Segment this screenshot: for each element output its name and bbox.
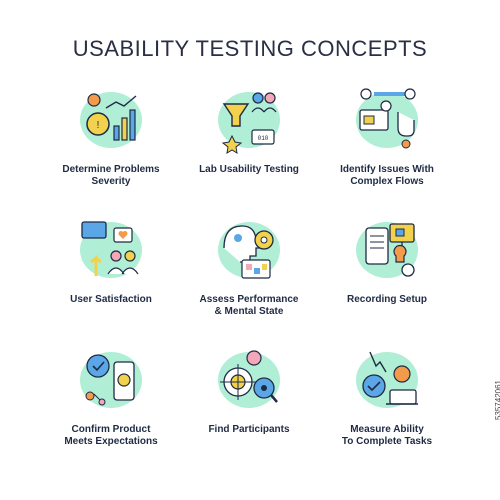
page-title: USABILITY TESTING CONCEPTS xyxy=(72,36,428,61)
svg-text:!: ! xyxy=(97,120,100,131)
concept-recording-setup: Recording Setup xyxy=(318,208,456,338)
svg-text:010: 010 xyxy=(258,135,269,142)
concept-confirm-product-meets-expectations: Confirm Product Meets Expectations xyxy=(42,338,180,468)
concept-determine-problems-severity: ! Determine Problems Severity xyxy=(42,78,180,208)
concept-label: Recording Setup xyxy=(346,294,427,305)
concept-label: Measure Ability To Complete Tasks xyxy=(341,424,433,447)
measure-ability-icon xyxy=(352,344,422,414)
lab-funnel-people-icon: 010 xyxy=(214,84,284,154)
concept-label: Lab Usability Testing xyxy=(199,164,299,175)
complex-flow-icon xyxy=(352,84,422,154)
user-satisfaction-icon xyxy=(76,214,146,284)
performance-mental-state-icon xyxy=(214,214,284,284)
find-participants-icon xyxy=(214,344,284,414)
concept-lab-usability-testing: 010 Lab Usability Testing xyxy=(180,78,318,208)
severity-gear-chart-icon: ! xyxy=(76,84,146,154)
concept-label: User Satisfaction xyxy=(70,294,152,305)
concept-label: Assess Performance & Mental State xyxy=(199,294,299,317)
concept-grid: ! Determine Problems Severity 010 xyxy=(42,78,456,478)
concept-label: Identify Issues With Complex Flows xyxy=(340,164,434,187)
concept-identify-issues-complex-flows: Identify Issues With Complex Flows xyxy=(318,78,456,208)
concept-measure-ability-complete-tasks: Measure Ability To Complete Tasks xyxy=(318,338,456,468)
recording-setup-icon xyxy=(352,214,422,284)
concept-label: Find Participants xyxy=(208,424,290,435)
stock-id-watermark: 535742061 xyxy=(494,380,500,421)
concept-assess-performance-mental-state: Assess Performance & Mental State xyxy=(180,208,318,338)
confirm-product-icon xyxy=(76,344,146,414)
concept-user-satisfaction: User Satisfaction xyxy=(42,208,180,338)
concept-label: Confirm Product Meets Expectations xyxy=(64,424,158,447)
concept-find-participants: Find Participants xyxy=(180,338,318,468)
concept-label: Determine Problems Severity xyxy=(62,164,160,187)
